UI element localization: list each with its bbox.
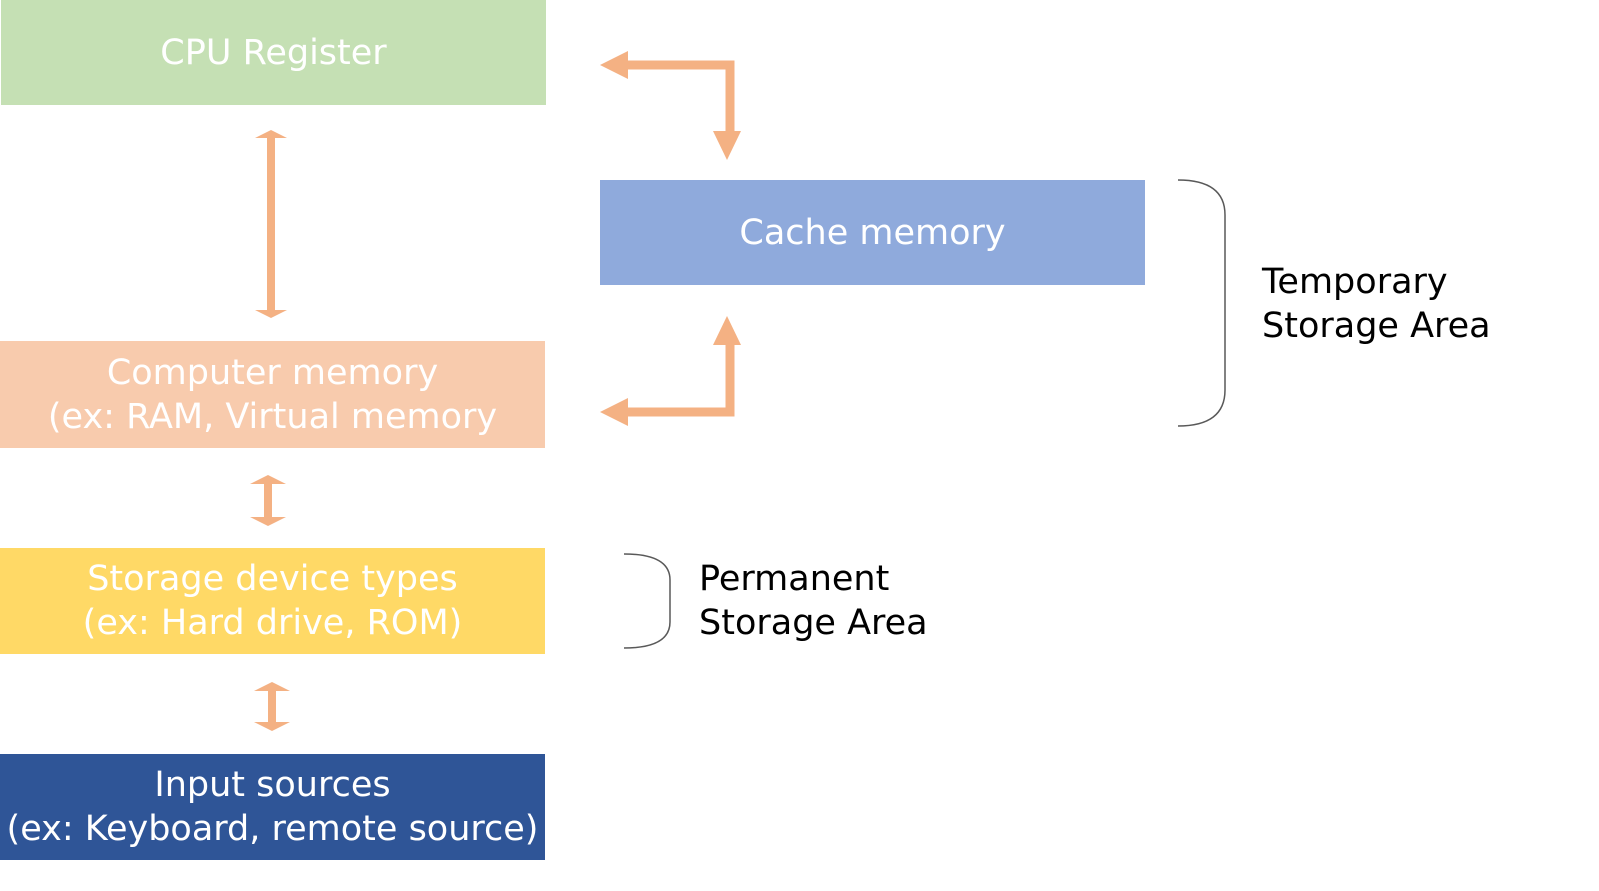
input-sources-title: Input sources <box>154 765 391 805</box>
arrow-cpu-to-cache <box>600 51 741 160</box>
temporary-storage-line2: Storage Area <box>1262 306 1491 346</box>
permanent-storage-brace <box>623 553 671 649</box>
storage-device-title: Storage device types <box>87 559 458 599</box>
temporary-storage-line1: Temporary <box>1262 262 1448 302</box>
storage-device-example: (ex: Hard drive, ROM) <box>82 603 463 643</box>
input-sources-box: Input sources (ex: Keyboard, remote sour… <box>0 754 545 860</box>
computer-memory-example: (ex: RAM, Virtual memory <box>47 396 498 437</box>
input-sources-example: (ex: Keyboard, remote source) <box>6 809 539 849</box>
cache-memory-text: Cache memory <box>739 212 1006 253</box>
temporary-storage-brace <box>1177 179 1226 427</box>
cpu-register-text: CPU Register <box>160 32 387 73</box>
arrow-storage-to-input <box>254 682 290 731</box>
arrow-cpu-to-computer-memory <box>255 130 287 318</box>
storage-device-box: Storage device types (ex: Hard drive, RO… <box>0 548 545 654</box>
arrow-computer-memory-to-storage <box>250 475 286 526</box>
arrow-cache-to-computer-memory <box>600 316 741 426</box>
permanent-storage-line1: Permanent <box>699 559 890 599</box>
permanent-storage-line2: Storage Area <box>699 603 928 643</box>
temporary-storage-label: Temporary Storage Area <box>1262 260 1491 348</box>
computer-memory-title: Computer memory <box>106 352 439 393</box>
computer-memory-box: Computer memory (ex: RAM, Virtual memory <box>0 341 545 448</box>
cache-memory-box: Cache memory <box>600 180 1145 285</box>
permanent-storage-label: Permanent Storage Area <box>699 557 928 645</box>
cpu-register-box: CPU Register <box>1 0 546 105</box>
